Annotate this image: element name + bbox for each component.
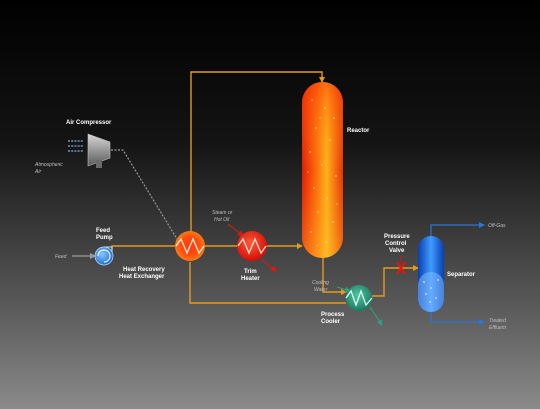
label-feed-pump-2: Pump	[96, 235, 113, 241]
label-pcv-2: Control	[385, 241, 407, 247]
label-pcv-3: Valve	[389, 248, 405, 254]
heat-recovery-exchanger[interactable]	[175, 231, 205, 261]
air-pipe	[111, 149, 178, 240]
label-process-cooler-1: Process	[321, 312, 345, 318]
air-compressor[interactable]	[87, 133, 111, 168]
effluent-pipe	[430, 312, 485, 325]
label-heat-recovery-1: Heat Recovery	[123, 267, 165, 273]
reactor-effluent-pipe	[322, 255, 347, 295]
label-cooling-water-2: Water	[314, 287, 328, 293]
label-process-cooler-2: Cooler	[321, 319, 341, 325]
trim-heater[interactable]	[237, 231, 267, 261]
label-atmospheric-air-1: Atmospheric	[34, 162, 63, 168]
reactor-feed-pipe	[190, 71, 325, 232]
label-trim-heater-1: Trim	[244, 269, 257, 275]
separator-vessel[interactable]	[418, 236, 444, 312]
label-trim-heater-2: Heater	[241, 276, 260, 282]
feed-pump[interactable]	[94, 246, 114, 266]
cooler-to-separator-pipe	[372, 265, 419, 297]
label-steam-2: Hot Oil	[214, 217, 230, 223]
hx-outlet-pipe	[189, 262, 346, 304]
label-pcv-1: Pressure	[384, 234, 410, 240]
label-feed: Feed	[55, 254, 67, 260]
label-off-gas: Off-Gas	[488, 223, 506, 229]
reactor-vessel[interactable]	[302, 82, 343, 258]
label-heat-recovery-2: Heat Exchanger	[119, 274, 165, 280]
label-feed-pump-1: Feed	[96, 228, 110, 234]
label-reactor: Reactor	[347, 128, 370, 134]
label-steam-1: Steam or	[212, 210, 233, 216]
pressure-control-valve[interactable]	[396, 256, 406, 275]
label-cooling-water-1: Cooling	[312, 280, 329, 286]
cooling-water-pipe	[336, 286, 383, 326]
label-treated-1: Treated	[489, 318, 506, 324]
off-gas-pipe	[430, 222, 485, 236]
label-atmospheric-air-2: Air	[34, 169, 41, 175]
label-treated-2: Effluent	[489, 325, 507, 331]
air-intake-lines	[68, 140, 84, 152]
process-cooler[interactable]	[345, 285, 373, 311]
label-separator: Separator	[447, 272, 476, 278]
steam-pipe	[227, 223, 277, 272]
label-air-compressor: Air Compressor	[66, 120, 112, 126]
